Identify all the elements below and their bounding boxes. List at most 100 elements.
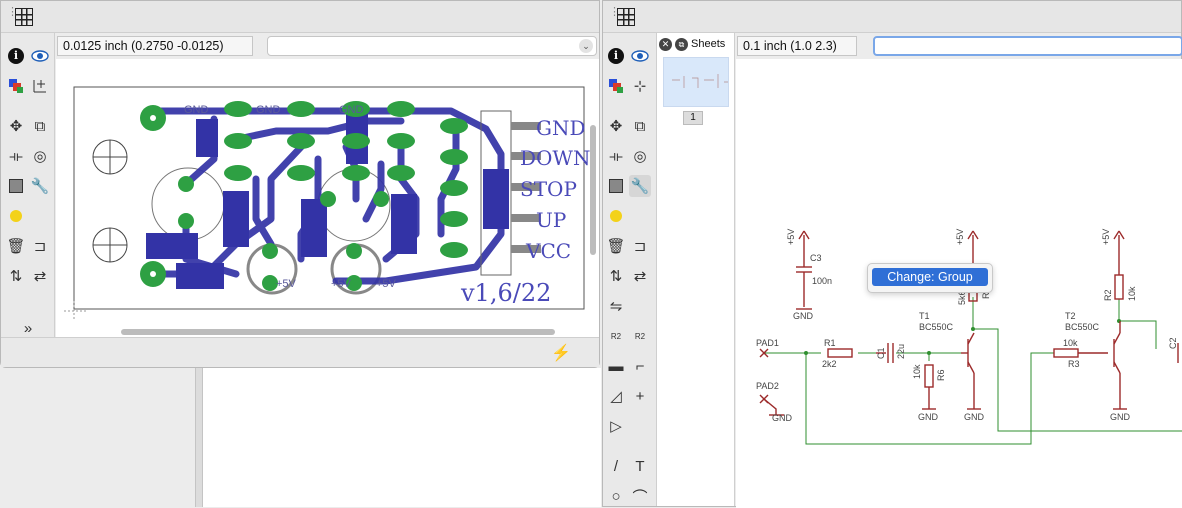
c3-value: 100n <box>812 276 832 286</box>
r2-value: 10k <box>1127 286 1137 301</box>
pad2-label: PAD2 <box>756 381 779 391</box>
change-wrench-icon[interactable]: 🔧 <box>30 178 50 195</box>
grid-icon[interactable] <box>617 8 635 26</box>
pcb-label-gnd: GND <box>536 116 586 140</box>
r3-value: 10k <box>1063 338 1078 348</box>
c3-name: C3 <box>810 253 822 263</box>
pcb-label-up: UP <box>536 208 566 232</box>
board-coordinate-display: 0.0125 inch (0.2750 -0.0125) <box>57 36 253 56</box>
close-icon[interactable]: ✕ <box>659 37 672 51</box>
pcb-label-vcc: VCC <box>525 239 571 263</box>
c3-supply-label: +5V <box>786 229 796 245</box>
replace-icon[interactable]: ⇄ <box>33 268 47 285</box>
rotate-icon[interactable]: ◎ <box>633 148 647 165</box>
expand-more-icon[interactable]: » <box>23 319 33 337</box>
sheet-number[interactable]: 1 <box>683 111 703 125</box>
schematic-command-input[interactable] <box>873 36 1182 56</box>
board-canvas[interactable]: GND DOWN STOP UP VCC v1,6/22 GND GND GND… <box>56 59 599 339</box>
value-icon[interactable]: R2 <box>634 331 646 341</box>
eye-icon[interactable] <box>29 45 51 67</box>
mark-icon[interactable] <box>29 75 51 97</box>
wire-icon[interactable]: / <box>613 457 619 475</box>
r1-value: 2k2 <box>822 359 837 369</box>
delete-icon[interactable]: 🗑 <box>6 238 26 255</box>
move-icon[interactable]: ✥ <box>609 118 623 135</box>
circle-tool-icon[interactable]: ○ <box>611 487 621 505</box>
move-icon[interactable]: ✥ <box>9 118 23 135</box>
schematic-titlebar: ⋮ <box>603 1 1181 33</box>
text-tool-icon[interactable]: T <box>635 457 645 475</box>
c1-name: C1 <box>876 347 886 359</box>
c1-value: 22u <box>896 344 906 359</box>
schematic-editor-window: ⋮ i ⊹ ✥ ⧉ ⟛ ◎ 🔧 🗑 ⊐ ⇅ ⇄ ⇋ R2 R2 ▬ ⌐ ◿ + … <box>602 0 1182 508</box>
sheets-panel: ✕ ⧉ Sheets 1 <box>657 33 735 506</box>
vertical-scrollbar[interactable] <box>590 125 596 255</box>
r6-name: R6 <box>936 369 946 381</box>
sheets-header: ✕ ⧉ Sheets <box>659 35 735 53</box>
board-command-input[interactable]: ⌄ <box>267 36 597 56</box>
r2-name: R2 <box>1103 289 1113 301</box>
replace-icon[interactable]: ⇄ <box>633 268 647 285</box>
split-icon[interactable]: ◿ <box>610 388 622 405</box>
optimize-icon[interactable]: + <box>635 387 645 405</box>
schematic-coordinate-display: 0.1 inch (1.0 2.3) <box>737 36 857 56</box>
pcb-label-down: DOWN <box>520 146 591 170</box>
swap-icon[interactable]: ⇅ <box>9 268 23 285</box>
add-part-icon[interactable]: ⊐ <box>633 238 647 255</box>
r5-name: R5 <box>981 287 991 299</box>
pcb-label-stop: STOP <box>520 177 577 201</box>
layer-colors-icon[interactable] <box>5 75 27 97</box>
pcb-gnd-label: GND <box>339 104 364 116</box>
sheet-thumbnail[interactable] <box>663 57 729 107</box>
change-wrench-icon[interactable]: 🔧 <box>629 175 651 197</box>
r6-gnd: GND <box>918 412 939 422</box>
board-editor-window: ⋮ i ✥ ⧉ ⟛ ◎ 🔧 🗑 ⊐ ⇅ ⇄ » 0.0125 inch (0.2… <box>0 0 600 368</box>
pcb-vcc-label: +5V <box>276 278 297 290</box>
t1-value: BC550C <box>919 322 954 332</box>
paint-roller-icon[interactable] <box>605 205 627 227</box>
horizontal-scrollbar[interactable] <box>121 329 555 335</box>
t1-gnd: GND <box>964 412 985 422</box>
delete-icon[interactable]: 🗑 <box>606 238 626 255</box>
t2-name: T2 <box>1065 311 1076 321</box>
c3-gnd: GND <box>793 311 814 321</box>
info-icon[interactable]: i <box>5 45 27 67</box>
drag-grip-icon[interactable]: ⋮ <box>609 6 620 18</box>
miter-icon[interactable]: ⌐ <box>635 357 645 375</box>
t2-gnd: GND <box>1110 412 1131 422</box>
copy-icon[interactable]: ⧉ <box>34 117 46 135</box>
eye-icon[interactable] <box>629 45 651 67</box>
group-icon[interactable] <box>605 175 627 197</box>
arc-tool-icon[interactable]: ⌒ <box>632 488 648 506</box>
mirror-icon[interactable]: ⟛ <box>609 147 623 165</box>
layer-colors-icon[interactable] <box>605 75 627 97</box>
rotate-icon[interactable]: ◎ <box>33 148 47 165</box>
chevron-down-icon[interactable]: ⌄ <box>579 39 593 53</box>
lightning-icon[interactable]: ⚡ <box>551 345 571 362</box>
pcb-layout: GND DOWN STOP UP VCC v1,6/22 GND GND GND… <box>64 86 591 321</box>
change-group-menu-item[interactable]: Change: Group <box>872 268 988 286</box>
mirror-icon[interactable]: ⟛ <box>9 147 23 165</box>
r5-value: 5k6 <box>957 290 967 305</box>
board-titlebar: ⋮ <box>1 1 599 33</box>
name-icon[interactable]: R2 <box>610 331 622 341</box>
copy-icon[interactable]: ⧉ <box>634 117 646 135</box>
c2-name: C2 <box>1168 337 1178 349</box>
float-icon[interactable]: ⧉ <box>675 37 688 51</box>
r3-name: R3 <box>1068 359 1080 369</box>
info-icon[interactable]: i <box>605 45 627 67</box>
swap-icon[interactable]: ⇅ <box>609 268 623 285</box>
pinswap-icon[interactable]: ⇋ <box>609 298 623 315</box>
t2-value: BC550C <box>1065 322 1100 332</box>
add-part-icon[interactable]: ⊐ <box>33 238 47 255</box>
drag-grip-icon[interactable]: ⋮ <box>7 6 18 18</box>
gateswap-icon[interactable]: ▷ <box>610 418 622 435</box>
t1-name: T1 <box>919 311 930 321</box>
pcb-gnd-label: GND <box>184 104 209 116</box>
mark-icon[interactable]: ⊹ <box>633 78 647 95</box>
paint-roller-icon[interactable] <box>5 205 27 227</box>
grid-icon[interactable] <box>15 8 33 26</box>
pcb-gnd-label: GND <box>256 104 281 116</box>
smash-icon[interactable]: ▬ <box>608 357 624 375</box>
group-icon[interactable] <box>5 175 27 197</box>
